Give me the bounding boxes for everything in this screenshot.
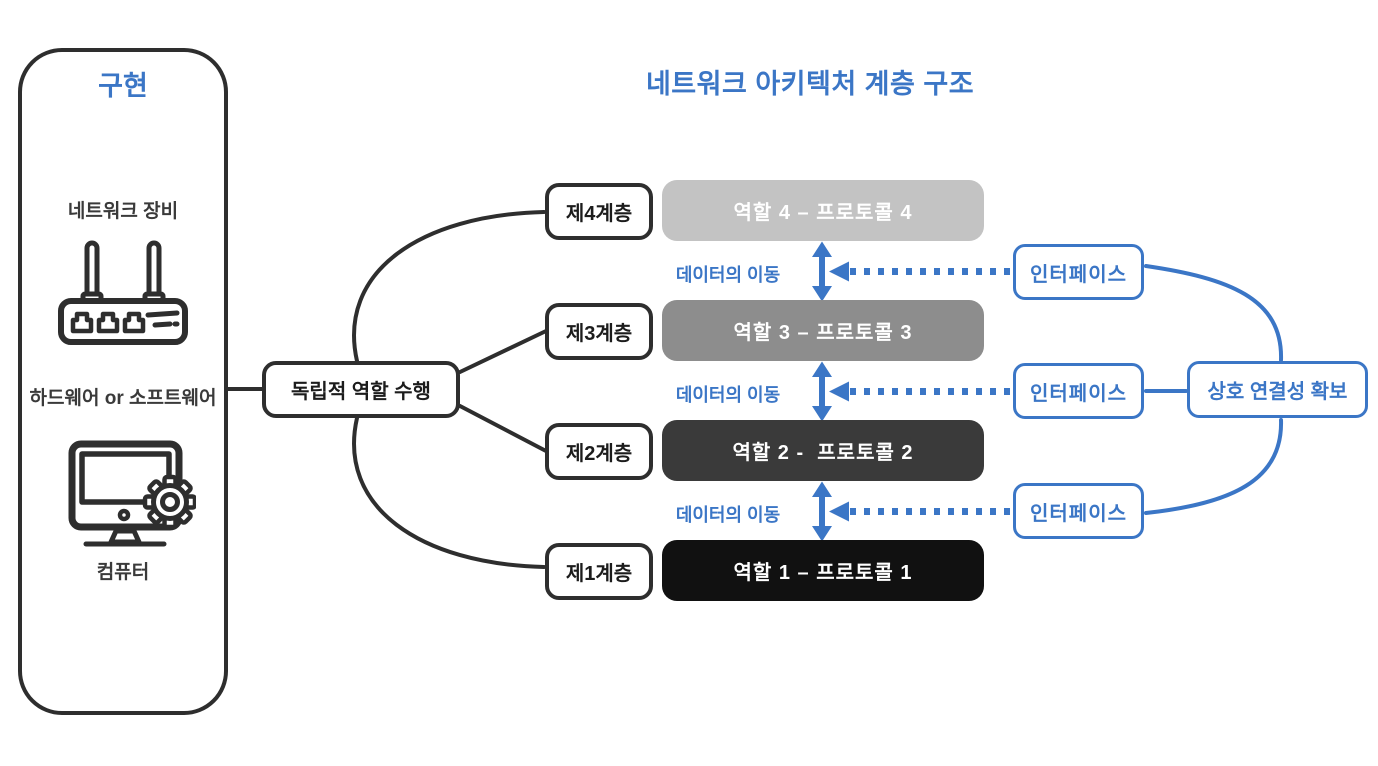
role3-bar: 역할 3 – 프로토콜 3: [662, 300, 984, 361]
interface-box: 인터페이스: [1013, 483, 1144, 539]
data-flow-label: 데이터의 이동: [675, 505, 781, 525]
router-icon: [58, 240, 188, 345]
tier4-box: 제4계층: [545, 183, 653, 240]
role1-bar: 역할 1 – 프로토콜 1: [662, 540, 984, 601]
curve-iface3-to-interconnect: [1144, 418, 1284, 515]
computer-gear-icon: [68, 440, 196, 547]
tier2-box: 제2계층: [545, 423, 653, 480]
independent-role-box: 독립적 역할 수행: [262, 361, 460, 418]
interface-link-arrowhead: [829, 261, 849, 522]
curve-hub-to-tier1: [352, 416, 546, 569]
curve-hub-to-tier4: [352, 210, 546, 363]
page-title: 네트워크 아키텍처 계층 구조: [645, 69, 975, 99]
line-hub-to-tier2: [458, 404, 548, 453]
role2-bar: 역할 2 - 프로토콜 2: [662, 420, 984, 481]
data-flow-label: 데이터의 이동: [675, 385, 781, 405]
network-equipment-label: 네트워크 장비: [67, 201, 179, 222]
interface-box: 인터페이스: [1013, 363, 1144, 419]
role4-bar: 역할 4 – 프로토콜 4: [662, 180, 984, 241]
hardware-software-label: 하드웨어 or 소프트웨어: [29, 388, 217, 409]
implementation-panel-title: 구현: [98, 71, 148, 101]
data-flow-label: 데이터의 이동: [675, 265, 781, 285]
computer-label: 컴퓨터: [96, 562, 150, 583]
tier1-box: 제1계층: [545, 543, 653, 600]
interconnect-box: 상호 연결성 확보: [1187, 361, 1368, 418]
interface-box: 인터페이스: [1013, 244, 1144, 300]
tier3-box: 제3계층: [545, 303, 653, 360]
data-flow-arrow: [812, 241, 832, 542]
line-hub-to-tier3: [458, 329, 548, 374]
implementation-panel: 구현 네트워크 장비 하드웨어 or 소프트웨어: [18, 48, 228, 715]
curve-iface1-to-interconnect: [1144, 264, 1284, 362]
